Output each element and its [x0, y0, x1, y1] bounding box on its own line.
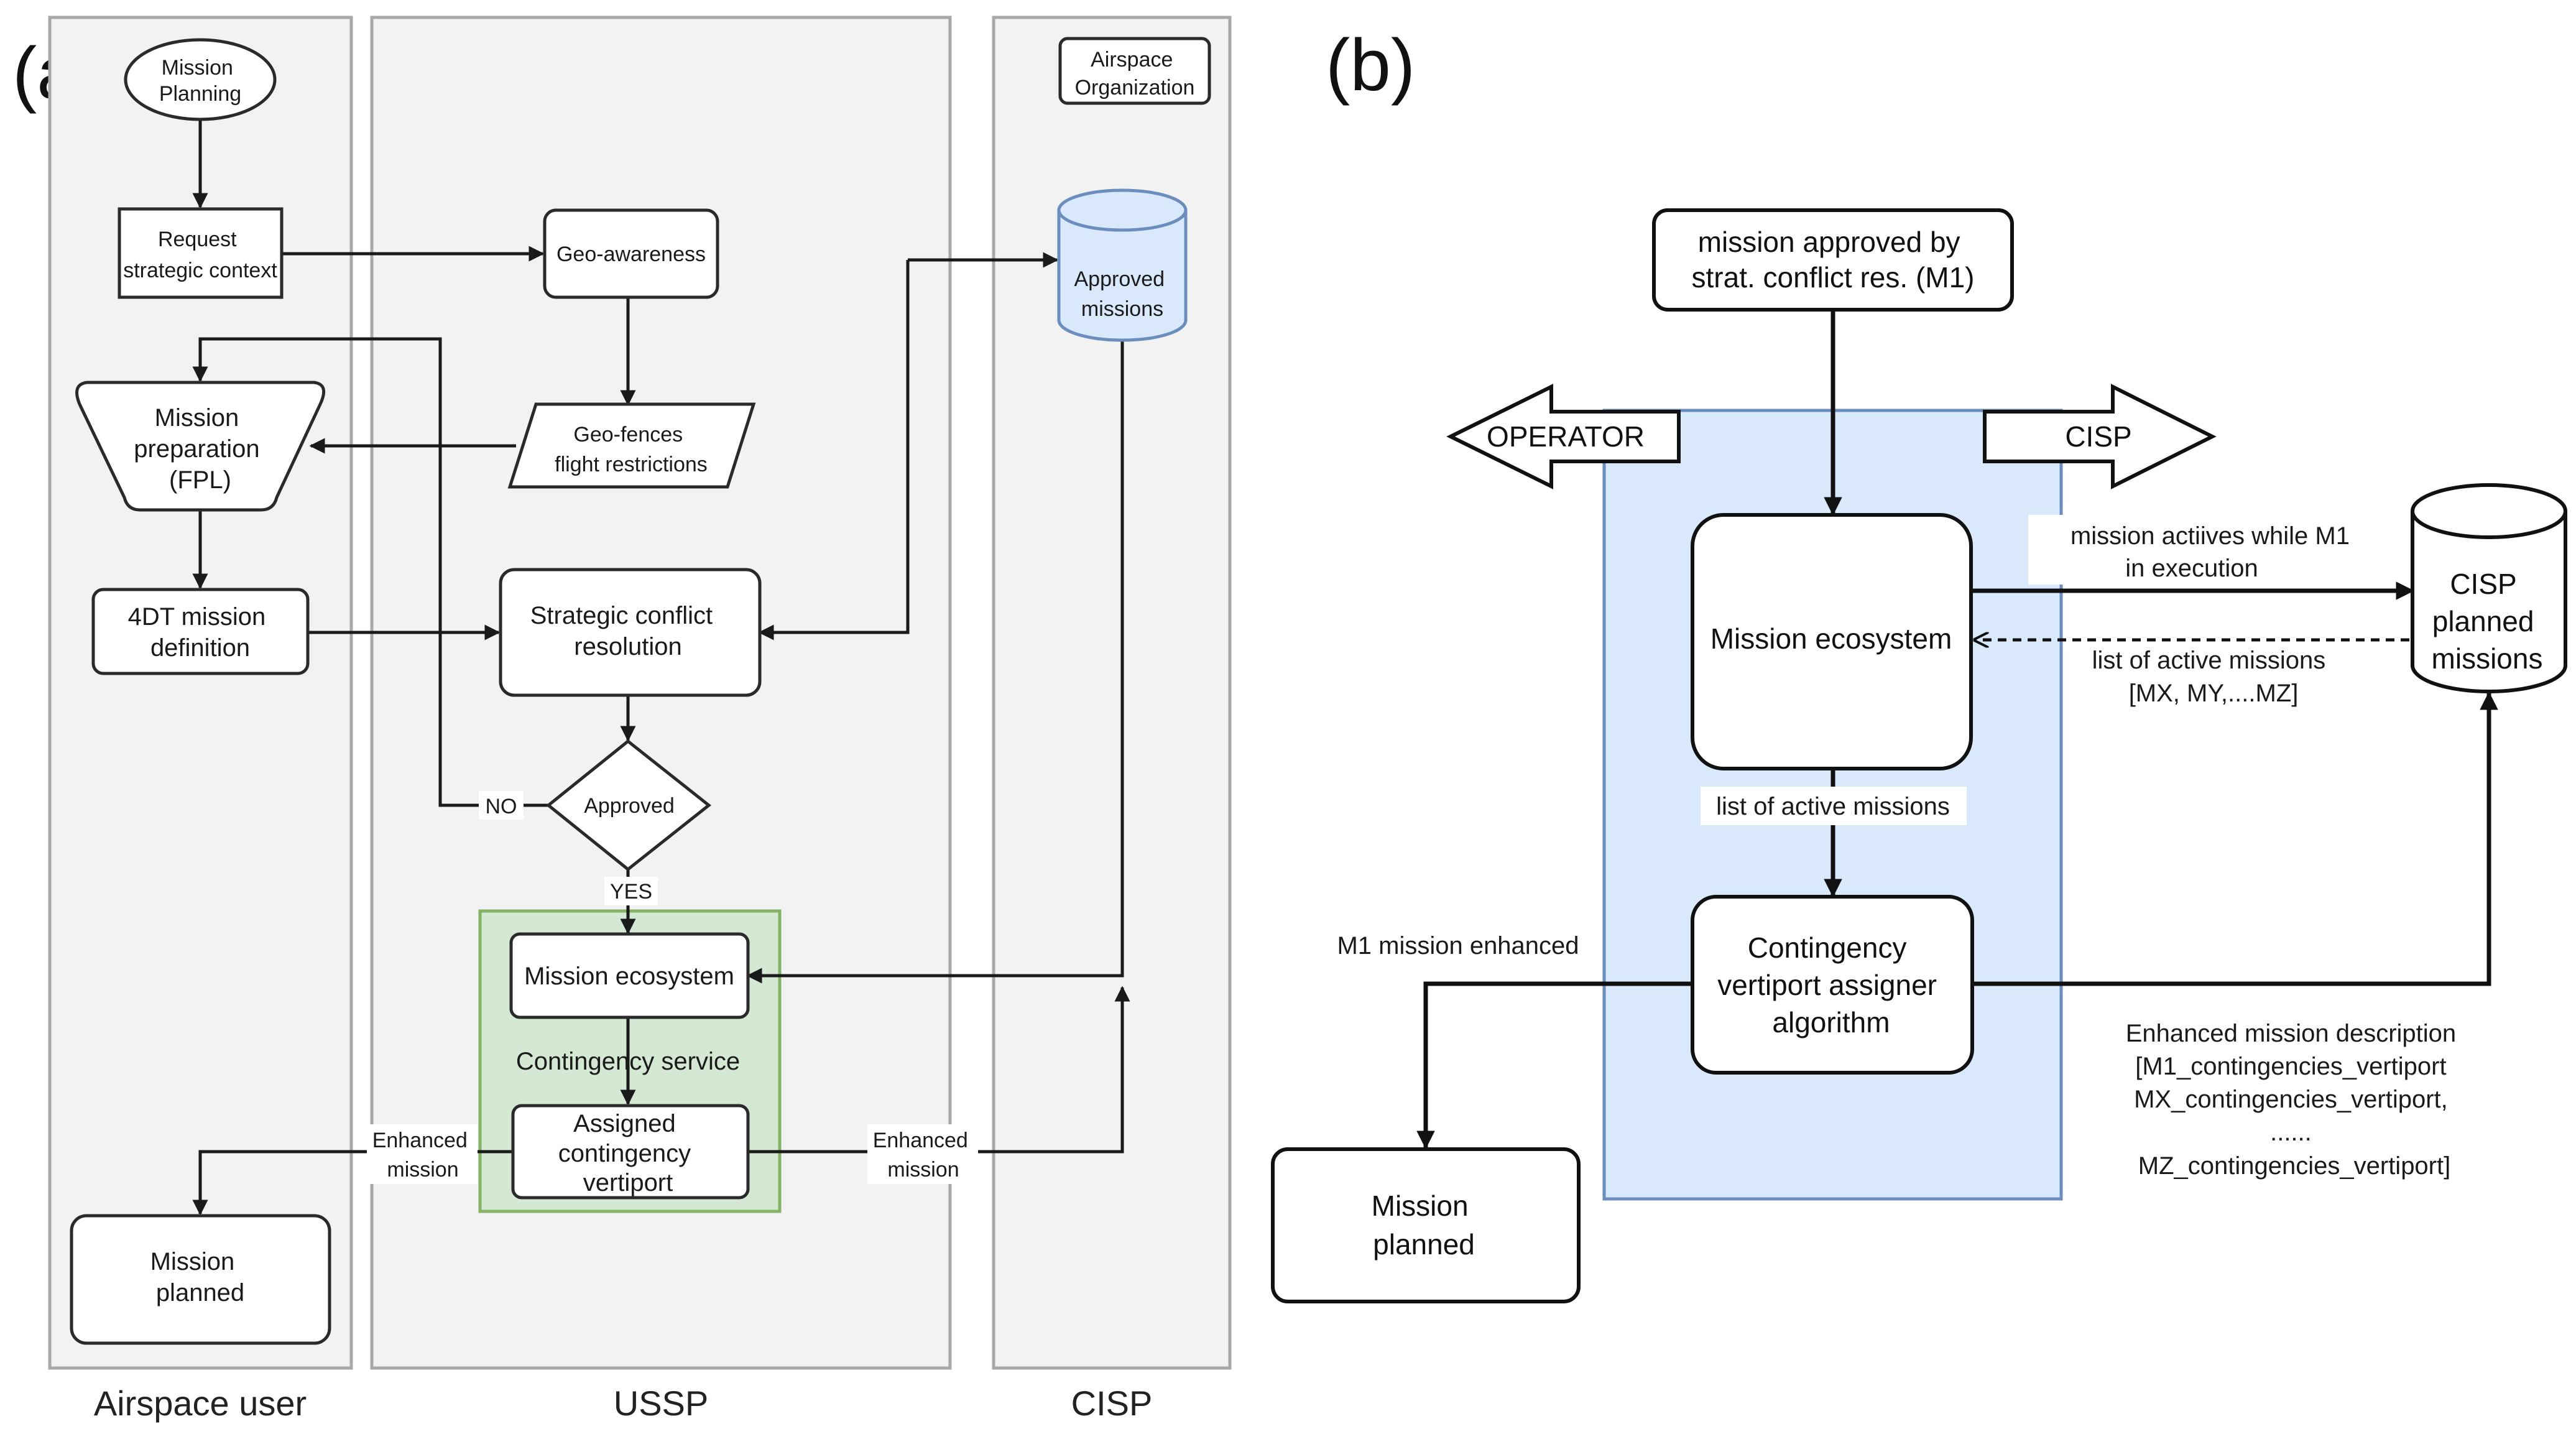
no-label: NO [486, 795, 517, 818]
mission-planned-b-text: Mission planned [1372, 1190, 1477, 1260]
operator-arrow [1446, 384, 1681, 489]
geo-awareness-node [543, 208, 719, 299]
lane-label-airspace-user: Airspace user [94, 1384, 307, 1423]
approved-decision-text: Approved [584, 794, 675, 818]
edge-approved-no-loop [192, 337, 548, 807]
contingency-algorithm-text: Contingency vertiport assigner algorithm [1717, 932, 1945, 1038]
mission-approved-text: mission approved by strat. conflict res.… [1692, 226, 1975, 294]
enhanced-mission-left-label: Enhanced mission [372, 1129, 474, 1182]
enhanced-description-label: Enhanced mission description [M1_conting… [2126, 1020, 2463, 1180]
enhanced-mission-right-label: Enhanced mission [873, 1129, 974, 1182]
geo-awareness-text: Geo-awareness [556, 243, 706, 266]
active-while-bg [2028, 515, 2303, 585]
edge-approved-missions-to-ecosystem [746, 297, 1124, 984]
no-label-bg [479, 791, 524, 820]
mission-ecosystem-a-node [509, 932, 750, 1019]
geo-fences-text: Geo-fences flight restrictions [555, 423, 708, 476]
assigned-vertiport-node [511, 1104, 750, 1200]
approved-missions-cylinder [1057, 188, 1188, 342]
cisp-planned-text: CISP planned missions [2432, 568, 2543, 675]
mission-planning-node [124, 38, 277, 121]
mission-planned-a-text: Mission planned [150, 1248, 245, 1306]
geo-fences-node [507, 402, 756, 489]
enhanced-right-bg [867, 1124, 978, 1184]
request-context-text: Request strategic context [123, 228, 277, 282]
strategic-conflict-text: Strategic conflict resolution [530, 602, 720, 660]
mission-ecosystem-b-node [1691, 513, 1973, 770]
mission-definition-text: 4DT mission definition [128, 603, 273, 662]
cisp-planned-cylinder [2411, 483, 2567, 693]
mission-definition-node [91, 588, 310, 675]
mission-planned-b-node [1271, 1147, 1581, 1303]
enhanced-left-bg [367, 1124, 478, 1184]
panel-b-label: (b) [1326, 24, 1415, 106]
airspace-organization-node [1058, 37, 1211, 105]
operator-arrow-text: OPERATOR [1487, 420, 1645, 453]
airspace-organization-text: Airspace Organization [1075, 48, 1195, 99]
assigned-vertiport-text: Assigned contingency vertiport [558, 1110, 698, 1196]
yes-label-bg [604, 877, 658, 905]
mission-preparation-node [75, 381, 326, 512]
cisp-arrow-text: CISP [2065, 420, 2131, 453]
mission-planning-text: Mission Planning [159, 56, 241, 106]
list-active-down-label: list of active missions [1716, 793, 1950, 820]
yes-label: YES [610, 880, 652, 904]
contingency-algorithm-node [1691, 895, 1974, 1075]
lane-label-cisp: CISP [1071, 1384, 1153, 1423]
mission-planned-a-node [70, 1214, 331, 1345]
list-active-right-label: list of active missions [MX, MY,....MZ] [2092, 647, 2333, 707]
edge-b-algorithm-to-planned [1416, 981, 1691, 1149]
active-while-m1-label: mission actiives while M1 in execution [2070, 522, 2357, 582]
approved-decision-node [546, 739, 712, 872]
m1-enhanced-label: M1 mission enhanced [1337, 932, 1579, 960]
approved-missions-text: Approved missions [1074, 267, 1171, 321]
request-context-node [118, 207, 284, 299]
mission-ecosystem-a-text: Mission ecosystem [524, 963, 734, 990]
strategic-conflict-node [499, 568, 762, 697]
cisp-arrow [1983, 384, 2217, 489]
mission-approved-node [1652, 208, 2014, 312]
lane-label-ussp: USSP [614, 1384, 709, 1423]
mission-preparation-text: Mission preparation (FPL) [134, 404, 267, 494]
mission-ecosystem-b-text: Mission ecosystem [1710, 622, 1952, 655]
list-active-right-bg [2080, 644, 2344, 714]
list-active-down-bg [1701, 787, 1967, 825]
edge-cisp-strategic [758, 260, 910, 641]
edge-b-algorithm-to-cisp [1972, 691, 2498, 986]
